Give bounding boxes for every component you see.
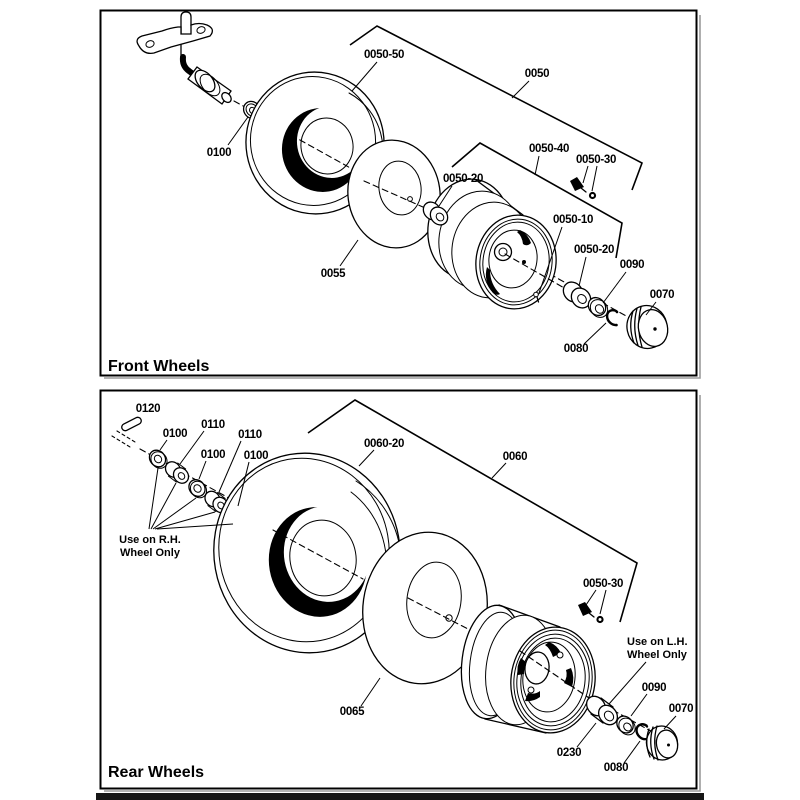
bolt-0050-30	[578, 602, 604, 624]
part-label-0230: 0230	[557, 747, 581, 759]
part-label-0090: 0090	[620, 259, 644, 271]
part-label-0050-30: 0050-30	[583, 578, 623, 590]
part-label-0110-b: 0110	[238, 429, 262, 441]
part-label-0110-a: 0110	[201, 419, 225, 431]
part-label-0080: 0080	[604, 762, 628, 774]
part-label-0050-20-inner: 0050-20	[443, 173, 483, 185]
spacer-0110-a	[164, 461, 190, 484]
part-label-0120: 0120	[136, 403, 160, 415]
washer-0090	[587, 296, 609, 318]
leader-lines	[148, 399, 677, 764]
roll-pin-0120	[111, 416, 142, 448]
part-label-0100: 0100	[207, 147, 231, 159]
part-label-0100-b: 0100	[201, 449, 225, 461]
note-lh-line2: Wheel Only	[627, 649, 688, 661]
part-labels: 0050-50 0050 0100 0055 0050-40 0050-30 0…	[207, 49, 675, 355]
inner-ring-0055	[347, 139, 441, 249]
valve-screw-0050-10	[533, 291, 540, 303]
front-wheels-panel: 0050-50 0050 0100 0055 0050-40 0050-30 0…	[99, 9, 701, 379]
next-panel-top-edge	[96, 793, 704, 800]
rear-wheels-panel: 0120 0100 0110 0110 0100 0100 Use on R.H…	[99, 389, 701, 792]
part-label-0100-c: 0100	[244, 450, 268, 462]
note-lh-line1: Use on L.H.	[627, 636, 688, 648]
washer-0100-a	[148, 449, 168, 469]
note-rh-line2: Wheel Only	[120, 547, 181, 559]
bolt-0050-30	[570, 177, 597, 200]
note-rh-line1: Use on R.H.	[119, 534, 181, 546]
snap-ring-0080	[605, 309, 619, 327]
rear-panel-title: Rear Wheels	[108, 764, 204, 781]
part-label-0050: 0050	[525, 68, 549, 80]
inner-ring-0065	[362, 531, 488, 685]
part-label-0050-10: 0050-10	[553, 214, 593, 226]
part-label-0050-20-outer: 0050-20	[574, 244, 614, 256]
rear-rim	[460, 604, 596, 734]
part-label-0050-40: 0050-40	[529, 143, 569, 155]
leader-lines	[227, 25, 657, 345]
part-label-0055: 0055	[321, 268, 346, 280]
part-label-0060: 0060	[503, 451, 527, 463]
washer-0100-b	[188, 479, 208, 499]
rear-tire	[213, 452, 402, 654]
panel-shadow	[104, 395, 701, 792]
front-panel-title: Front Wheels	[108, 358, 209, 375]
part-label-0090: 0090	[642, 682, 666, 694]
hub-cap-0070	[645, 725, 679, 761]
hub-cap-0070	[626, 304, 669, 350]
bearing-0050-20-inner	[422, 201, 449, 226]
part-label-0065: 0065	[340, 706, 365, 718]
front-rim	[427, 178, 567, 310]
part-label-0100-a: 0100	[163, 428, 187, 440]
part-label-0080: 0080	[564, 343, 588, 355]
part-label-0060-20: 0060-20	[364, 438, 404, 450]
panel-shadow	[104, 15, 701, 379]
spacer-0230	[585, 695, 619, 726]
part-label-0070: 0070	[669, 703, 693, 715]
part-label-0050-50: 0050-50	[364, 49, 404, 61]
part-label-0070: 0070	[650, 289, 674, 301]
part-label-0050-30: 0050-30	[576, 154, 616, 166]
part-labels: 0120 0100 0110 0110 0100 0100 Use on R.H…	[119, 403, 693, 774]
washer-0090	[616, 715, 636, 736]
spindle-assembly	[136, 11, 232, 105]
